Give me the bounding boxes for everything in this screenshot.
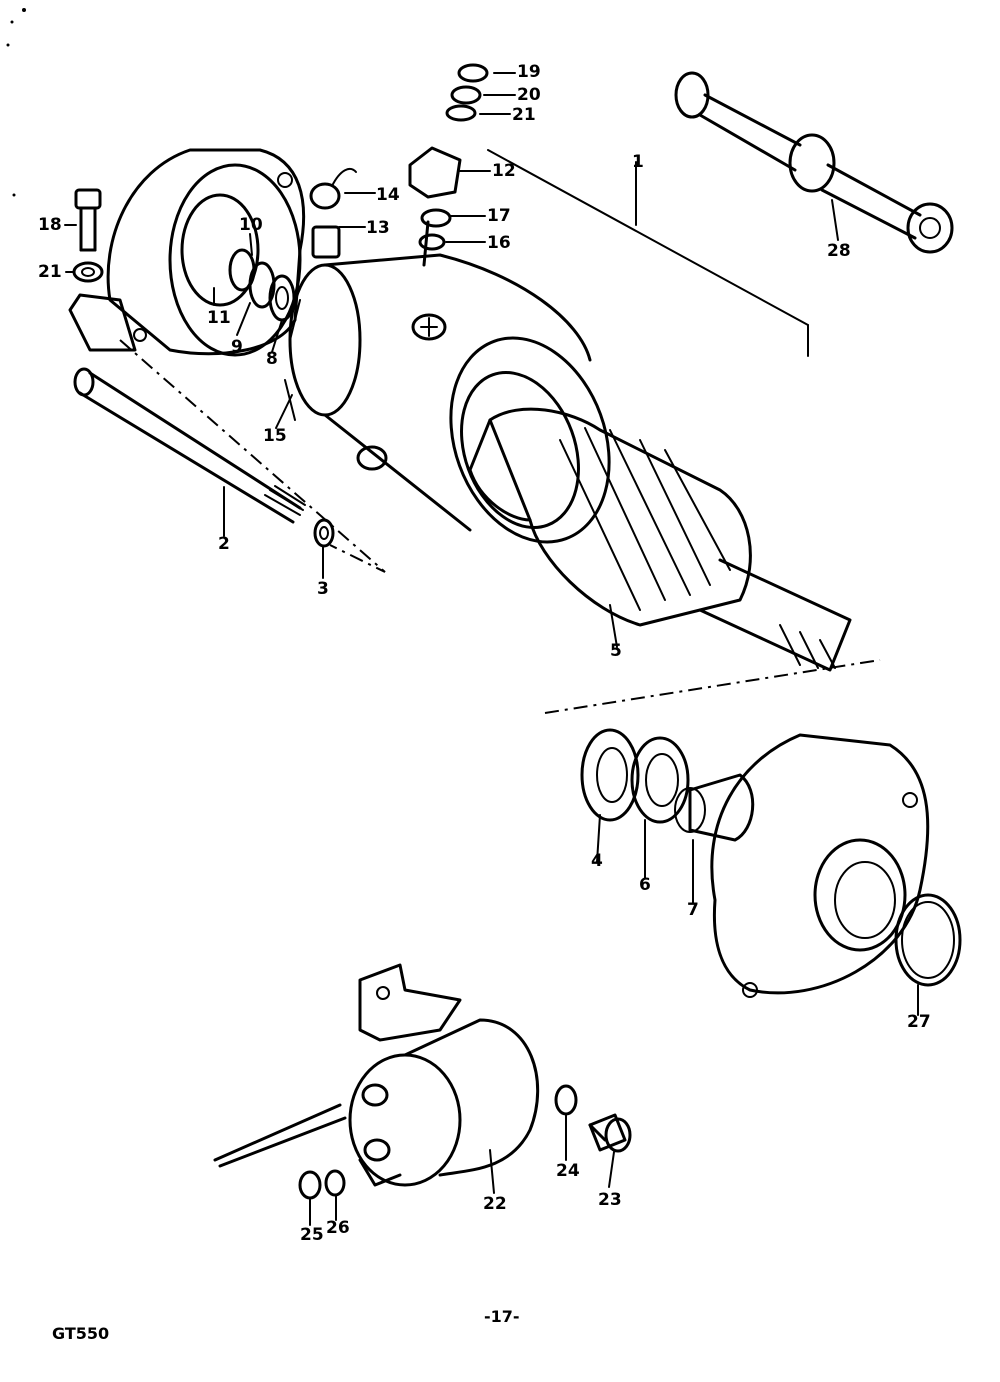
- washer-3: [313, 518, 335, 548]
- rear-end-housing: [68, 148, 306, 357]
- washer-4: [580, 728, 640, 822]
- model-code: GT550: [52, 1324, 110, 1343]
- callout-18: 18: [38, 215, 62, 235]
- callout-4: 4: [591, 851, 603, 871]
- callout-8: 8: [266, 349, 278, 369]
- assembly-line-armature: [544, 659, 881, 714]
- nut-25: [298, 1170, 322, 1200]
- bolt-23: [588, 1113, 632, 1153]
- washer-21-left: [72, 261, 104, 283]
- callout-22: 22: [483, 1194, 507, 1214]
- callout-3: 3: [317, 579, 329, 599]
- brush-spring-14: [309, 167, 357, 210]
- callout-5: 5: [610, 641, 622, 661]
- callout-21-left: 21: [38, 262, 62, 282]
- terminal-insulator-17: [418, 208, 452, 267]
- callout-9: 9: [231, 337, 243, 357]
- brush-12: [408, 146, 462, 199]
- callout-21-top: 21: [512, 105, 536, 125]
- callout-13: 13: [366, 218, 390, 238]
- callout-25: 25: [300, 1225, 324, 1245]
- front-end-housing: [710, 733, 930, 998]
- armature: [468, 407, 852, 672]
- callout-23: 23: [598, 1190, 622, 1210]
- callout-28: 28: [827, 241, 851, 261]
- callout-12: 12: [492, 161, 516, 181]
- callout-1: 1: [632, 152, 644, 172]
- callout-2: 2: [218, 534, 230, 554]
- washer-21-top: [445, 104, 477, 122]
- washer-24: [554, 1084, 578, 1116]
- callout-10: 10: [239, 215, 263, 235]
- callout-11: 11: [207, 308, 231, 328]
- callout-20: 20: [517, 85, 541, 105]
- scan-specks: [6, 8, 26, 197]
- callout-26: 26: [326, 1218, 350, 1238]
- callout-15: 15: [263, 426, 287, 446]
- callout-16: 16: [487, 233, 511, 253]
- starter-relay: [213, 963, 540, 1187]
- starter-yoke: [284, 253, 611, 544]
- callout-7: 7: [687, 900, 699, 920]
- callout-24: 24: [556, 1161, 580, 1181]
- washer-26: [324, 1169, 346, 1197]
- callout-14: 14: [376, 185, 400, 205]
- assembly-line-left: [119, 339, 386, 573]
- starter-cable: [674, 71, 954, 254]
- callout-17: 17: [487, 206, 511, 226]
- through-bolt: [73, 367, 306, 524]
- nut-19: [457, 63, 489, 83]
- o-ring-27: [894, 893, 962, 987]
- callout-19: 19: [517, 62, 541, 82]
- brush-13: [311, 225, 341, 259]
- washer-20: [450, 85, 482, 105]
- yoke-assembly-bracket: [487, 149, 809, 357]
- callout-27: 27: [907, 1012, 931, 1032]
- bolt-18: [74, 188, 102, 252]
- leader-lines: [64, 72, 919, 1226]
- brush-holder-washers: [228, 248, 296, 322]
- bearing-6: [630, 736, 690, 824]
- callout-6: 6: [639, 875, 651, 895]
- page-number: -17-: [484, 1307, 520, 1326]
